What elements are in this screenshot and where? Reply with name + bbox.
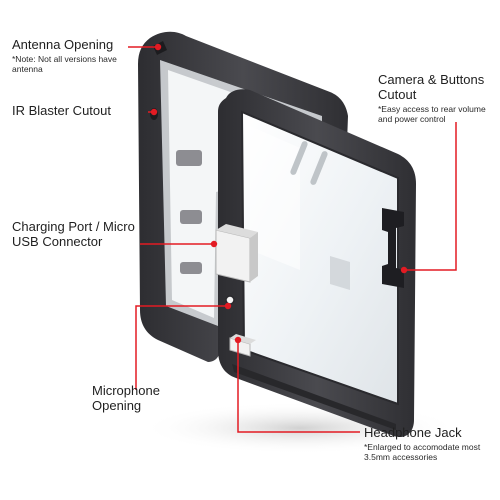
antenna-note: *Note: Not all versions have antenna xyxy=(12,53,117,75)
earpiece-slot xyxy=(290,141,308,175)
callout-leaders xyxy=(128,46,457,433)
camera-leader xyxy=(404,122,457,271)
rear-case-rib xyxy=(180,262,202,274)
headphone-note: *Enlarged to accomodate most 3.5mm acces… xyxy=(364,441,481,463)
front-case xyxy=(218,89,416,438)
glass-reflection xyxy=(250,126,300,270)
callout-headphone: Headphone Jack *Enlarged to accomodate m… xyxy=(364,425,496,463)
callout-camera: Camera & Buttons Cutout *Easy access to … xyxy=(378,72,496,125)
internal-cutout xyxy=(330,256,350,290)
microphone-hole xyxy=(225,295,235,305)
callout-antenna: Antenna Opening *Note: Not all versions … xyxy=(12,37,147,75)
camera-marker xyxy=(400,266,408,274)
callout-ir: IR Blaster Cutout xyxy=(12,103,152,119)
ir-marker xyxy=(150,108,158,116)
headphone-leader xyxy=(237,340,360,433)
headphone-label: Headphone Jack xyxy=(364,425,462,440)
callout-charging: Charging Port / Micro USB Connector xyxy=(12,219,152,250)
callout-markers xyxy=(150,43,408,344)
antenna-label: Antenna Opening xyxy=(12,37,114,52)
front-case-bottom-lip xyxy=(232,364,396,430)
camera-buttons-cutout xyxy=(382,208,404,288)
charging-marker xyxy=(210,240,218,248)
ir-label: IR Blaster Cutout xyxy=(12,103,111,118)
camera-label: Camera & Buttons Cutout xyxy=(378,72,485,102)
microphone-leader xyxy=(135,305,228,390)
camera-note: *Easy access to rear volume and power co… xyxy=(378,103,486,125)
charging-port-block xyxy=(215,224,258,283)
callout-microphone: Microphone Opening xyxy=(92,383,212,414)
rear-case-rib xyxy=(176,150,202,166)
microphone-label: Microphone Opening xyxy=(92,383,160,413)
antenna-marker xyxy=(154,43,162,51)
headphone-jack-block xyxy=(229,334,256,357)
microphone-marker xyxy=(224,302,232,310)
headphone-marker xyxy=(234,336,242,344)
charging-label: Charging Port / Micro USB Connector xyxy=(12,219,135,249)
rear-case-rib xyxy=(180,210,202,224)
earpiece-slot xyxy=(310,151,328,185)
